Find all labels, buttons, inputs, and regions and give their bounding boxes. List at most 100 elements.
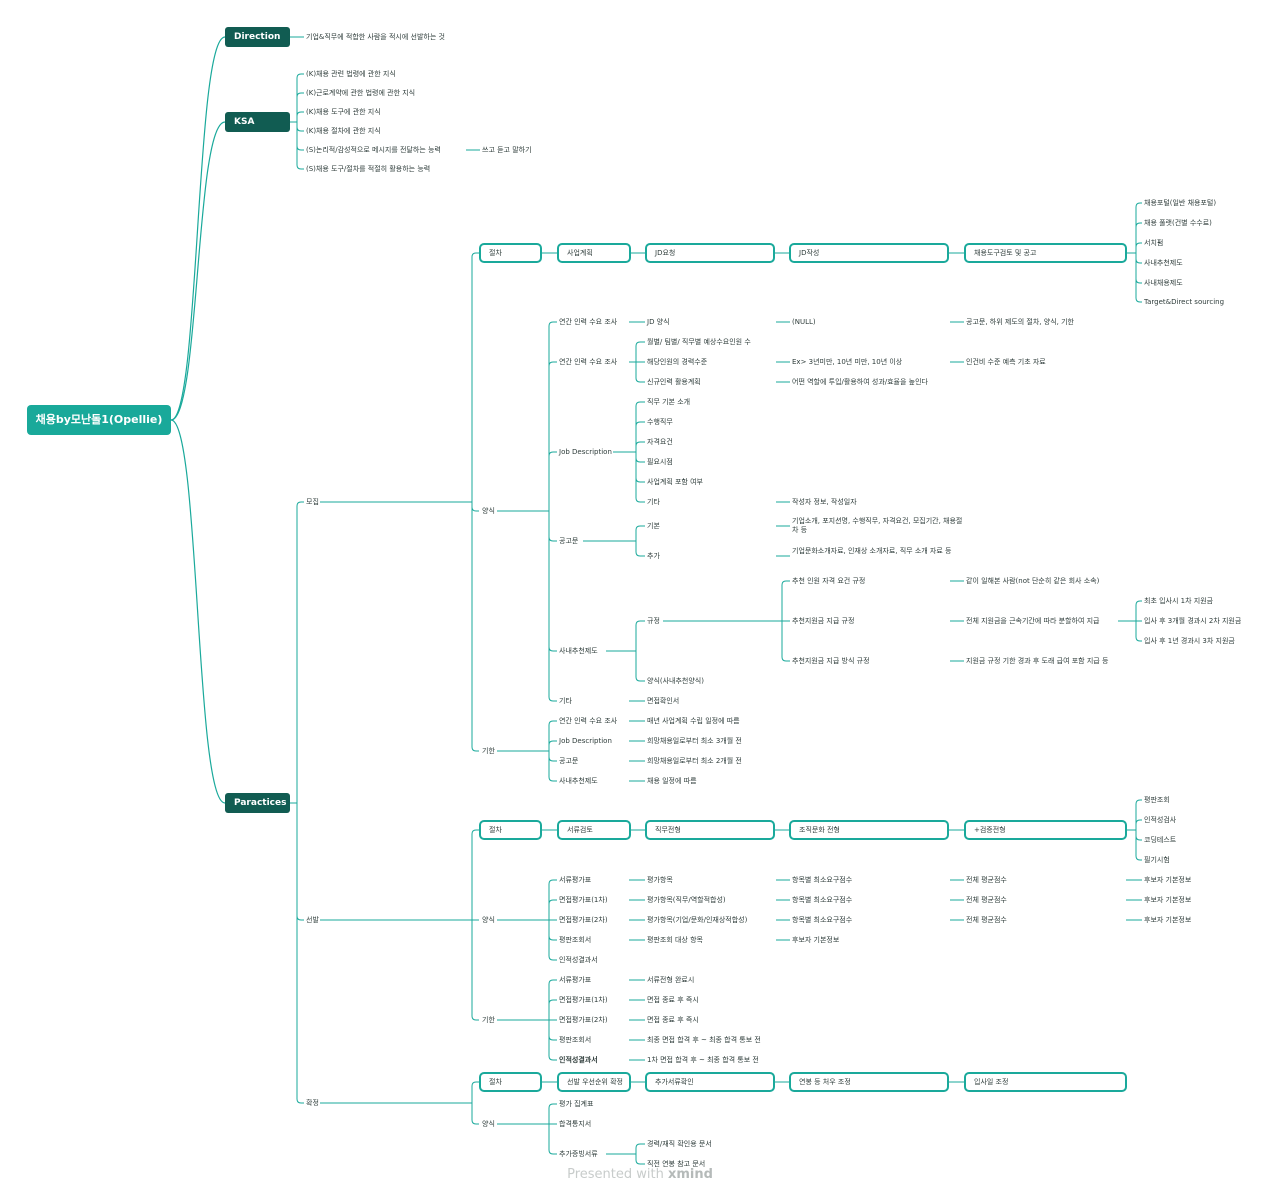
recruit-step-box[interactable]: 사업계획 <box>557 243 631 263</box>
recruit-etc-child: 면접확인서 <box>647 697 680 705</box>
notice-basic-child: 기업소개, 포지션명, 수행직무, 자격요건, 모집기간, 채용절차 등 <box>792 517 963 534</box>
select-step-box[interactable]: 조직문화 전형 <box>789 820 949 840</box>
connector <box>1135 202 1142 208</box>
connector <box>471 252 479 258</box>
root-topic[interactable]: 채용by모난돌1(Opellie) <box>27 405 171 435</box>
referral: 사내추천제도 <box>559 647 598 655</box>
deadline-key: 사내추천제도 <box>559 777 598 785</box>
select-process-box[interactable]: 절차 <box>479 820 542 840</box>
topic-direction[interactable]: Direction <box>225 27 290 47</box>
connector <box>635 1159 645 1165</box>
form-a: 면접평가표(2차) <box>559 916 608 924</box>
connector <box>635 457 645 463</box>
connector <box>1135 819 1142 825</box>
connector <box>548 536 557 542</box>
sdeadline-key: 면접평가표(2차) <box>559 1016 608 1024</box>
confirm-form-item: 추가증빙서류 <box>559 1150 598 1158</box>
referral-rule: 규정 <box>647 617 660 625</box>
connector <box>548 879 557 885</box>
survey1-g2: 공고문, 하위 제도의 절차, 양식, 기한 <box>966 318 1074 326</box>
connector <box>296 73 304 79</box>
select-step-box[interactable]: +검증전형 <box>964 820 1127 840</box>
deadline-key: Job Description <box>559 737 612 745</box>
verify-item: 평판조회 <box>1144 796 1170 804</box>
confirm-form-item: 평가 집계표 <box>559 1100 594 1108</box>
channel-item: 채용 풀랫(건별 수수료) <box>1144 219 1212 227</box>
recruit-step-box[interactable]: JD요청 <box>645 243 775 263</box>
form-b: 평가항목(직무/역할적합성) <box>647 896 726 904</box>
deadline-value: 매년 사업계획 수립 일정에 따름 <box>647 717 740 725</box>
recruit-etc: 기타 <box>559 697 572 705</box>
topic-ksa[interactable]: KSA <box>225 112 290 132</box>
channel-item: 서치펌 <box>1144 239 1164 247</box>
sdeadline-key: 서류평가표 <box>559 976 592 984</box>
connector <box>1135 835 1142 841</box>
deadline-value: 채용 일정에 따름 <box>647 777 697 785</box>
referral-r2gg: 최초 입사시 1차 지원금 <box>1144 597 1214 605</box>
connector <box>548 999 557 1005</box>
connector <box>548 451 557 457</box>
select-step-box[interactable]: 서류검토 <box>557 820 631 840</box>
verify-item: 인적성검사 <box>1144 816 1177 824</box>
topic-confirm: 확정 <box>306 1099 319 1107</box>
confirm-form-item: 합격통지서 <box>559 1120 592 1128</box>
sdeadline-value: 면접 종료 후 즉시 <box>647 996 699 1004</box>
ksa-item: (S)채용 도구/절차를 적절히 활용하는 능력 <box>306 165 431 173</box>
form-a: 서류평가표 <box>559 876 592 884</box>
xmind-watermark: Presented with xmind <box>567 1167 713 1182</box>
connector <box>781 580 790 586</box>
channel-item: 채용포털(일반 채용포털) <box>1144 199 1217 207</box>
confirm-step-box[interactable]: 입사일 조정 <box>964 1072 1127 1092</box>
connector <box>1135 222 1142 228</box>
connector <box>296 126 304 132</box>
select-step-box[interactable]: 직무전형 <box>645 820 775 840</box>
recruit-step-box[interactable]: 채용도구검토 및 공고 <box>964 243 1127 263</box>
topic-practices[interactable]: Paractices <box>225 793 290 813</box>
jd-item: 기타 <box>647 498 660 506</box>
confirm-step-box[interactable]: 연봉 등 처우 조정 <box>789 1072 949 1092</box>
connector <box>548 1103 557 1109</box>
confirm-process-box[interactable]: 절차 <box>479 1072 542 1092</box>
sdeadline-value: 1차 면접 합격 후 ~ 최종 합격 통보 전 <box>647 1056 759 1064</box>
confirm-step-box[interactable]: 선발 우선순위 확정 <box>557 1072 631 1092</box>
direction-text: 기업&직무에 적합한 사람을 적시에 선발하는 것 <box>306 33 445 41</box>
form-b: 평가항목(기업/문화/인재상적합성) <box>647 916 748 924</box>
channel-item: 사내채용제도 <box>1144 279 1183 287</box>
connector <box>471 829 479 835</box>
recruit-process-box[interactable]: 절차 <box>479 243 542 263</box>
jd-item: 수행직무 <box>647 418 673 426</box>
connector <box>548 955 557 961</box>
form-c: 항목별 최소요구점수 <box>792 896 853 904</box>
connector <box>548 899 557 905</box>
jd-item: 직무 기본 소개 <box>647 398 691 406</box>
recruit-deadline: 기한 <box>482 747 495 755</box>
connector <box>548 1149 557 1155</box>
referral-r1g: 같이 일해본 사람(not 단순히 같은 회사 소속) <box>966 577 1100 585</box>
verify-item: 필기시험 <box>1144 856 1170 864</box>
ksa-item: (K)채용 도구에 관한 지식 <box>306 108 381 116</box>
connector <box>635 525 645 531</box>
form-e: 후보자 기본정보 <box>1144 876 1192 884</box>
survey2-c3: 신규인력 활용계획 <box>647 378 701 386</box>
connector <box>296 915 304 921</box>
survey2-c2g: Ex> 3년미만, 10년 미만, 10년 이상 <box>792 358 903 366</box>
notice-extra: 추가 <box>647 552 660 560</box>
connector <box>471 506 479 512</box>
form-b: 평판조회 대상 항목 <box>647 936 703 944</box>
form-d: 전체 평균점수 <box>966 916 1007 924</box>
confirm-form: 양식 <box>482 1120 495 1128</box>
recruit-step-box[interactable]: JD작성 <box>789 243 949 263</box>
connector <box>170 121 226 421</box>
referral-r2gg: 입사 후 1년 경과시 3차 지원금 <box>1144 637 1235 645</box>
connector <box>548 321 557 327</box>
topic-select: 선발 <box>306 916 319 924</box>
confirm-doc: 경력/재직 확인용 문서 <box>647 1140 712 1148</box>
jd-item: 필요시점 <box>647 458 673 466</box>
notice: 공고문 <box>559 537 579 545</box>
ksa-item-child: 쓰고 듣고 말하기 <box>482 146 532 154</box>
form-d: 전체 평균점수 <box>966 876 1007 884</box>
confirm-step-box[interactable]: 추가서류확인 <box>645 1072 775 1092</box>
jd-item: 자격요건 <box>647 438 673 446</box>
channel-item: 사내추천제도 <box>1144 259 1183 267</box>
